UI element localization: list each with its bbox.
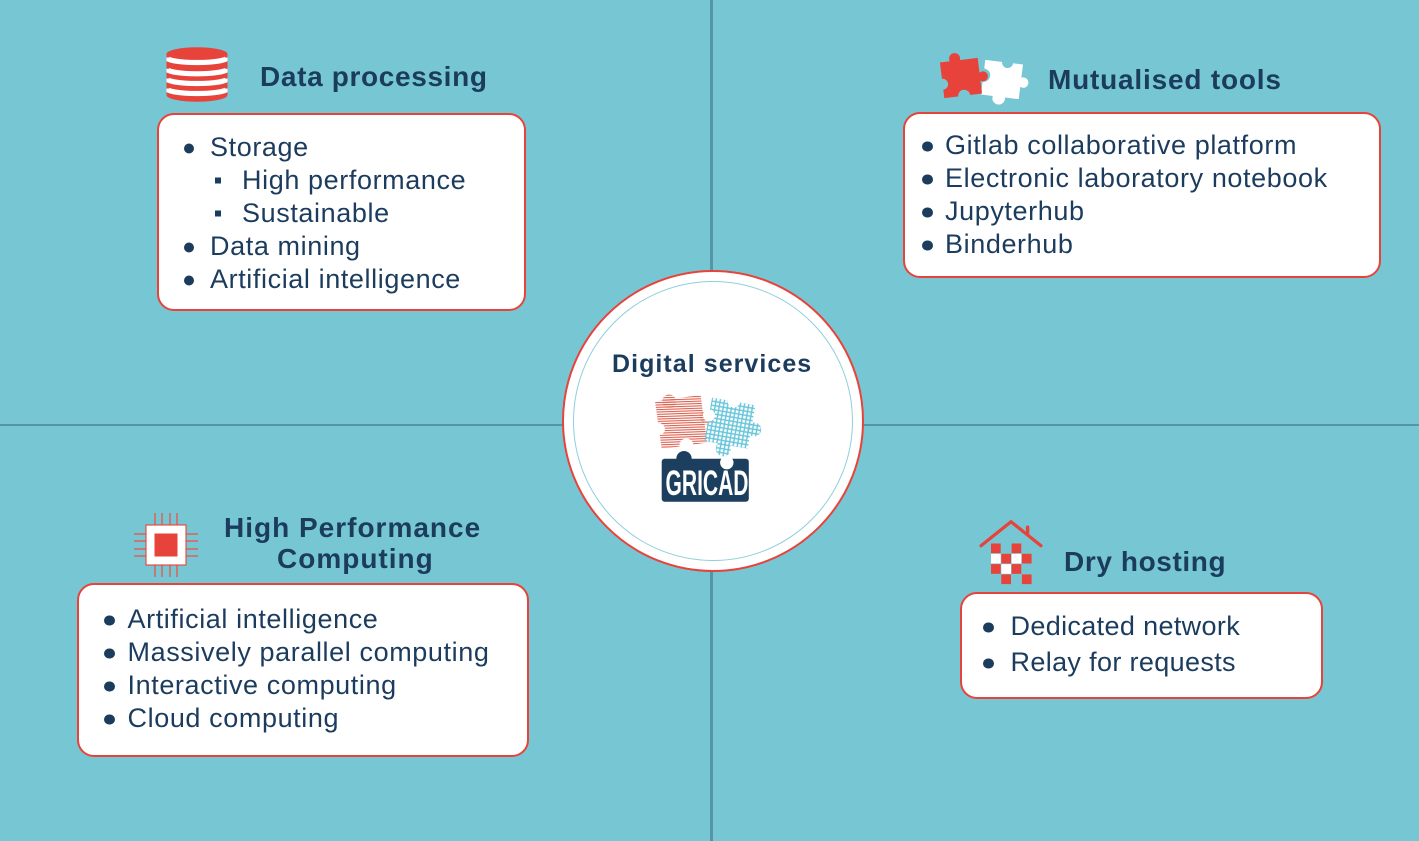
svg-text:GRICAD: GRICAD — [666, 463, 749, 503]
